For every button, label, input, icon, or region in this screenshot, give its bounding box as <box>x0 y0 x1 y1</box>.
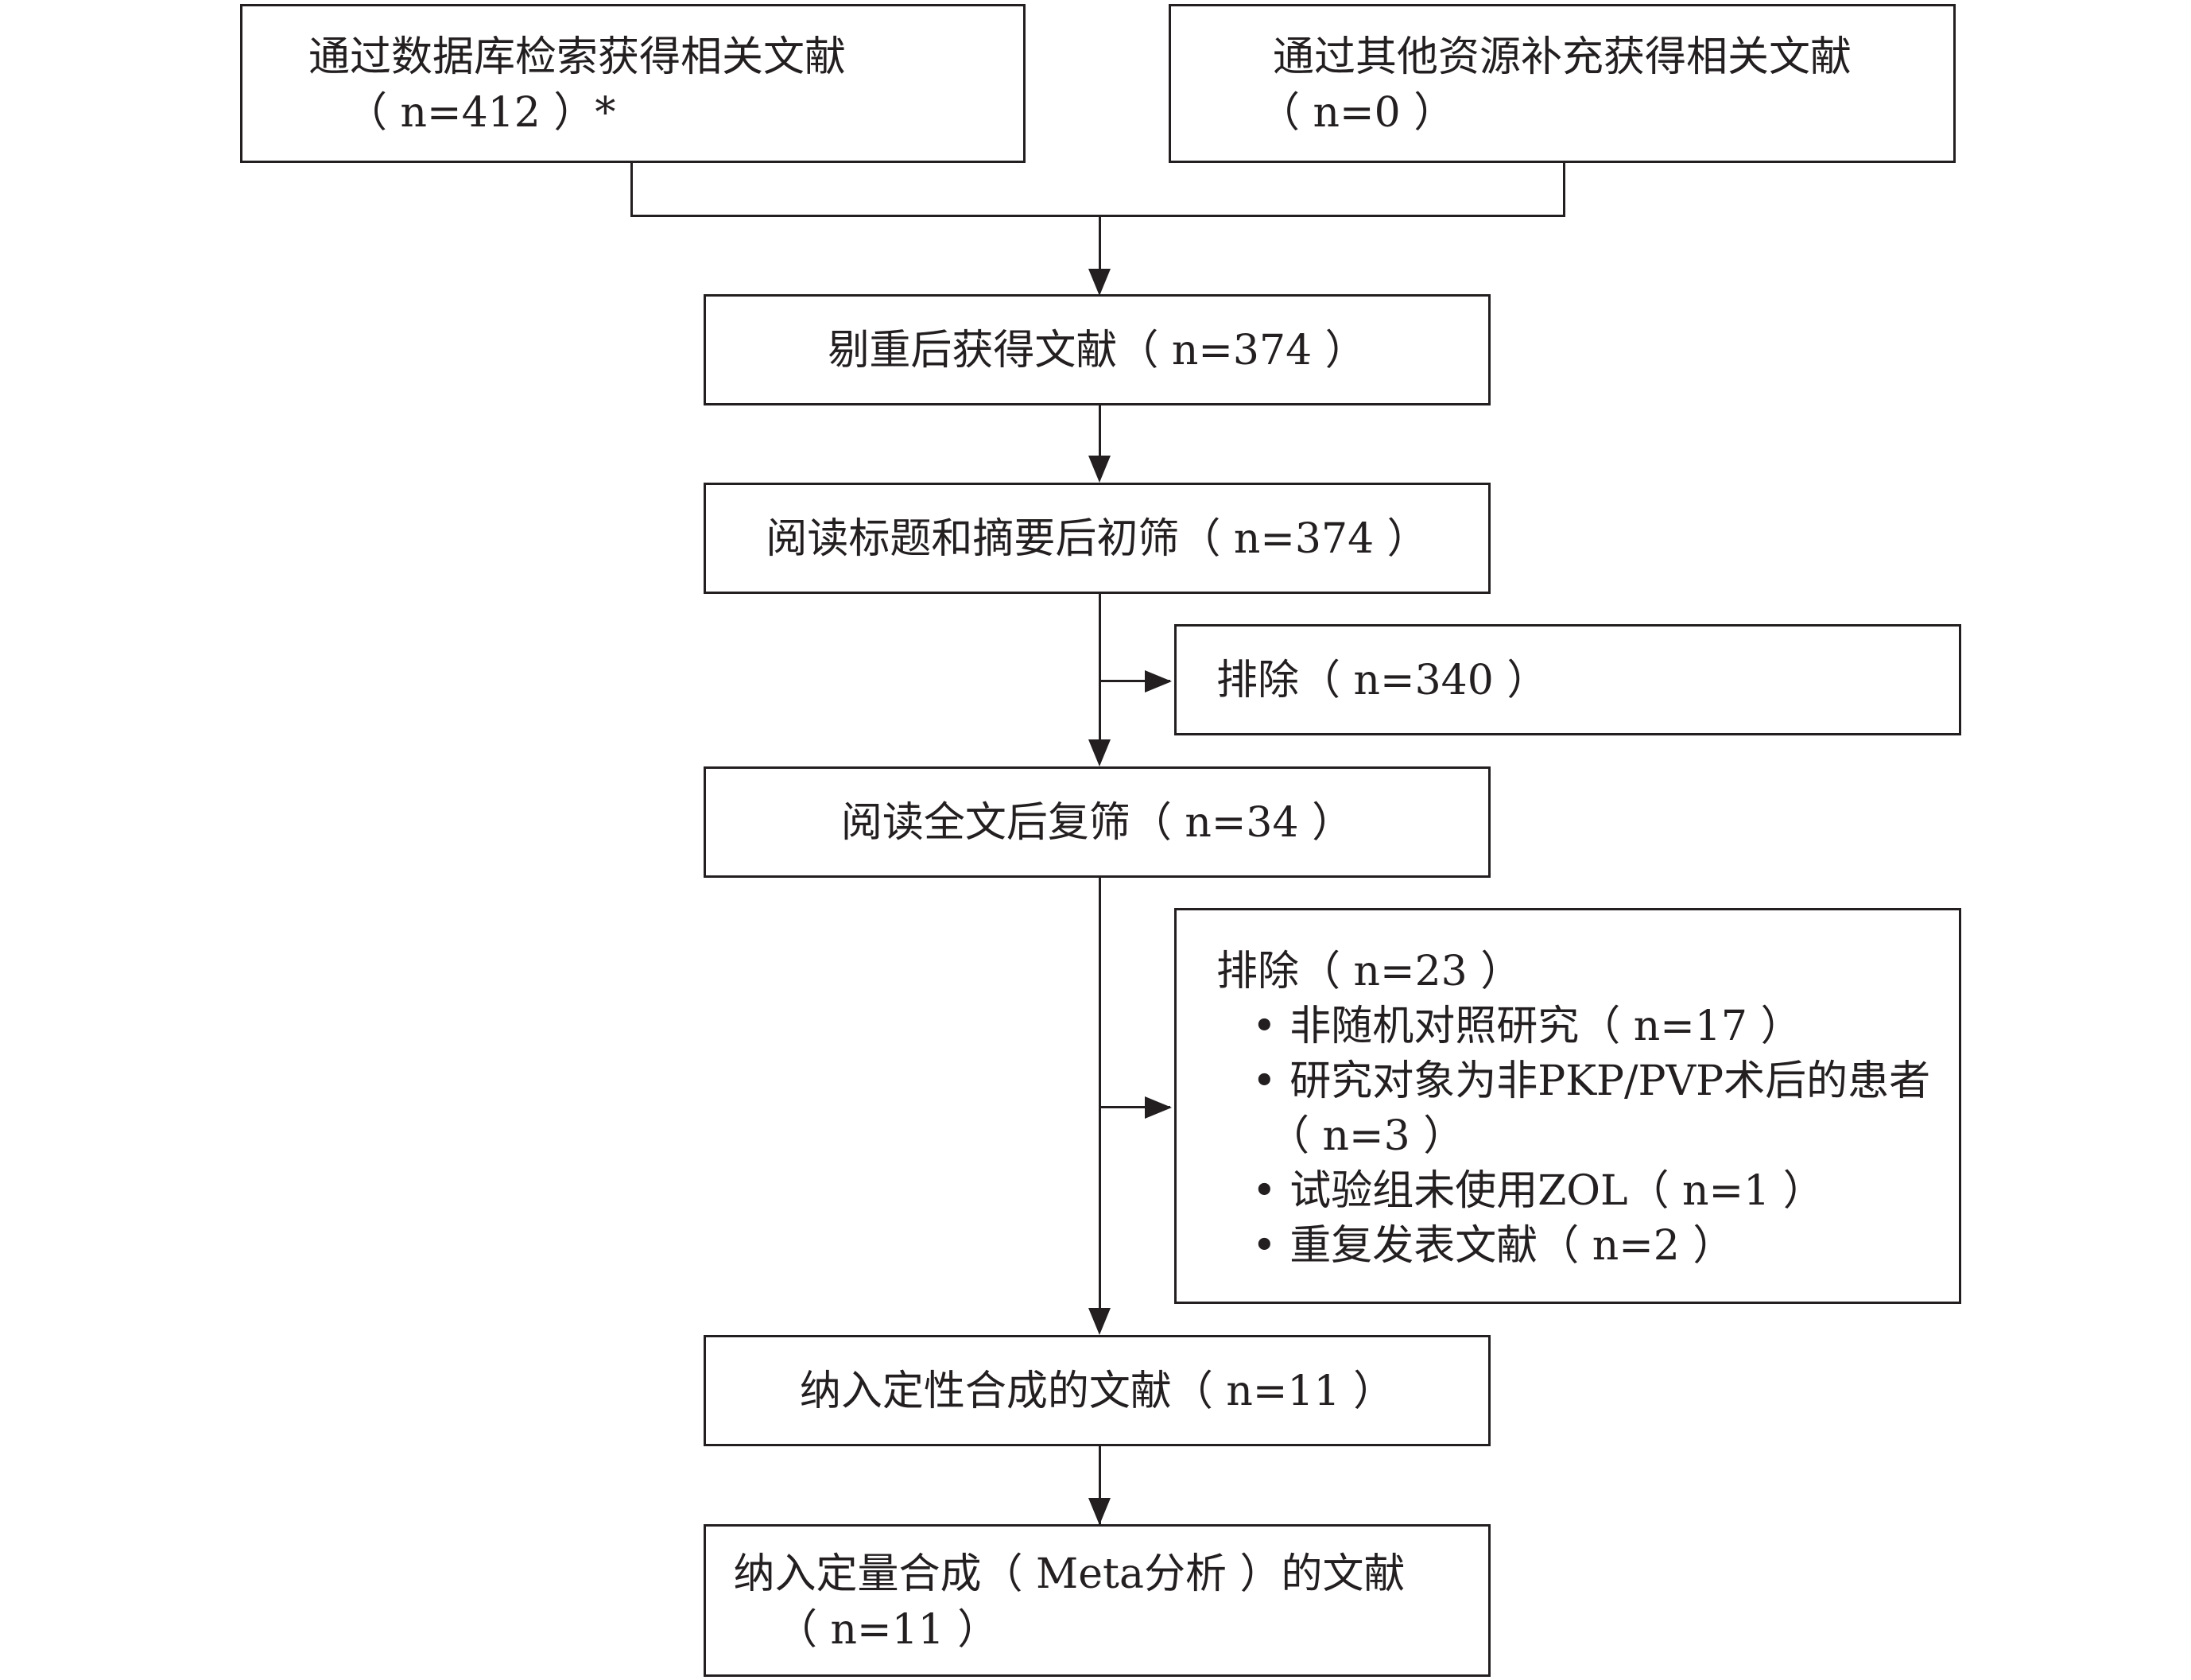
other-sources-count: （ n=0 ） <box>1258 89 1456 137</box>
dedup-box: 剔重后获得文献（ n=374 ） <box>704 294 1491 405</box>
arrow-to-qualitative <box>1088 1308 1111 1335</box>
full-text-box: 阅读全文后复筛（ n=34 ） <box>704 766 1491 878</box>
excluded-1-text: 排除（ n=340 ） <box>1216 657 1549 704</box>
dedup-text: 剔重后获得文献（ n=374 ） <box>828 327 1367 374</box>
excluded-2-item: • 试验组未使用ZOL（ n=1 ） <box>1252 1167 1825 1215</box>
excluded-2-item-continued: （ n=3 ） <box>1268 1112 1465 1160</box>
other-sources-box: 通过其他资源补充获得相关文献 （ n=0 ） <box>1169 4 1956 163</box>
connector-dedup-to-screen <box>1099 405 1101 461</box>
connector-fulltext-to-qualitative <box>1099 878 1101 1325</box>
excluded-2-item: • 研究对象为非PKP/PVP术后的患者 <box>1252 1057 1931 1105</box>
connector-left-down <box>630 163 633 217</box>
arrow-to-dedup <box>1088 269 1111 296</box>
quantitative-synthesis-box: 纳入定量合成（ Meta分析 ）的文献 （ n=11 ） <box>704 1524 1491 1677</box>
excluded-2-title: 排除（ n=23 ） <box>1216 948 1522 995</box>
other-sources-line1: 通过其他资源补充获得相关文献 <box>1272 33 1852 81</box>
title-abstract-text: 阅读标题和摘要后初筛（ n=374 ） <box>766 515 1429 563</box>
full-text-text: 阅读全文后复筛（ n=34 ） <box>840 799 1354 847</box>
arrow-to-full-text <box>1088 739 1111 766</box>
database-search-count: （ n=412 ）* <box>346 89 616 137</box>
quantitative-synthesis-line1: 纳入定量合成（ Meta分析 ）的文献 <box>733 1550 1406 1598</box>
connector-screen-to-fulltext <box>1099 594 1101 753</box>
connector-merge-horizontal <box>630 215 1565 217</box>
arrow-to-excluded-1 <box>1145 670 1172 693</box>
excluded-2-box: 排除（ n=23 ） • 非随机对照研究（ n=17 ） • 研究对象为非PKP… <box>1174 908 1961 1304</box>
excluded-2-item: • 非随机对照研究（ n=17 ） <box>1252 1003 1802 1050</box>
connector-to-excluded-2 <box>1099 1106 1170 1108</box>
arrow-to-title-abstract <box>1088 456 1111 483</box>
connector-right-down <box>1563 163 1565 217</box>
connector-to-excluded-1 <box>1099 680 1170 682</box>
excluded-1-box: 排除（ n=340 ） <box>1174 624 1961 735</box>
excluded-2-item: • 重复发表文献（ n=2 ） <box>1252 1222 1735 1270</box>
quantitative-synthesis-count: （ n=11 ） <box>776 1606 999 1654</box>
arrow-to-excluded-2 <box>1145 1096 1172 1119</box>
database-search-line1: 通过数据库检索获得相关文献 <box>308 33 846 81</box>
arrow-to-quantitative <box>1088 1498 1111 1525</box>
database-search-box: 通过数据库检索获得相关文献 （ n=412 ）* <box>240 4 1026 163</box>
connector-to-dedup <box>1099 215 1101 278</box>
connector-qual-to-quant <box>1099 1446 1101 1524</box>
title-abstract-box: 阅读标题和摘要后初筛（ n=374 ） <box>704 483 1491 594</box>
qualitative-synthesis-text: 纳入定性合成的文献（ n=11 ） <box>799 1368 1395 1415</box>
qualitative-synthesis-box: 纳入定性合成的文献（ n=11 ） <box>704 1335 1491 1446</box>
